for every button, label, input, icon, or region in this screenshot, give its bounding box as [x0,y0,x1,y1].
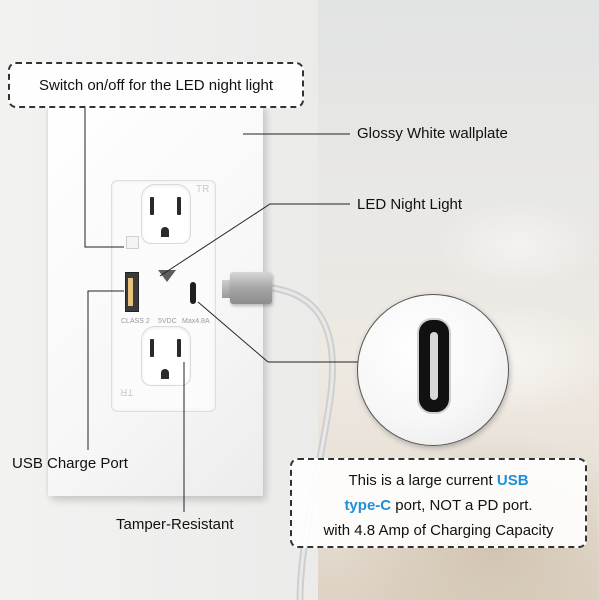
type-c-highlight: type-C [344,497,392,514]
class-label: CLASS 2 [121,318,150,325]
night-light-switch[interactable] [126,236,139,249]
voltage-label: 5VDC [158,318,177,325]
info-line-3: with 4.8 Amp of Charging Capacity [323,522,554,539]
switch-callout-text: Switch on/off for the LED night light [38,76,274,94]
tamper-callout: Tamper-Resistant [116,516,234,533]
usb-a-port [125,272,139,312]
usb-c-info-box: This is a large current USB type-C port,… [290,458,587,548]
led-night-light [158,270,176,282]
usb-c-plug-neck [222,280,232,298]
switch-callout-box: Switch on/off for the LED night light [8,62,304,108]
info-line-2: type-C port, NOT a PD port. [344,497,533,514]
zoom-usb-c-port [417,318,451,414]
current-label: Max4.8A [182,318,210,325]
outlet-bottom [141,326,191,386]
wallplate-callout: Glossy White wallplate [357,125,508,142]
usb-c-port [190,282,196,304]
night-light-callout: LED Night Light [357,196,463,213]
usb-highlight: USB [496,472,529,489]
info-line-1: This is a large current USB [348,472,529,489]
usb-c-plug [230,272,272,304]
tr-marking-top: TR [196,184,210,195]
usb-port-callout: USB Charge Port [12,455,128,472]
outlet-top [141,184,191,244]
